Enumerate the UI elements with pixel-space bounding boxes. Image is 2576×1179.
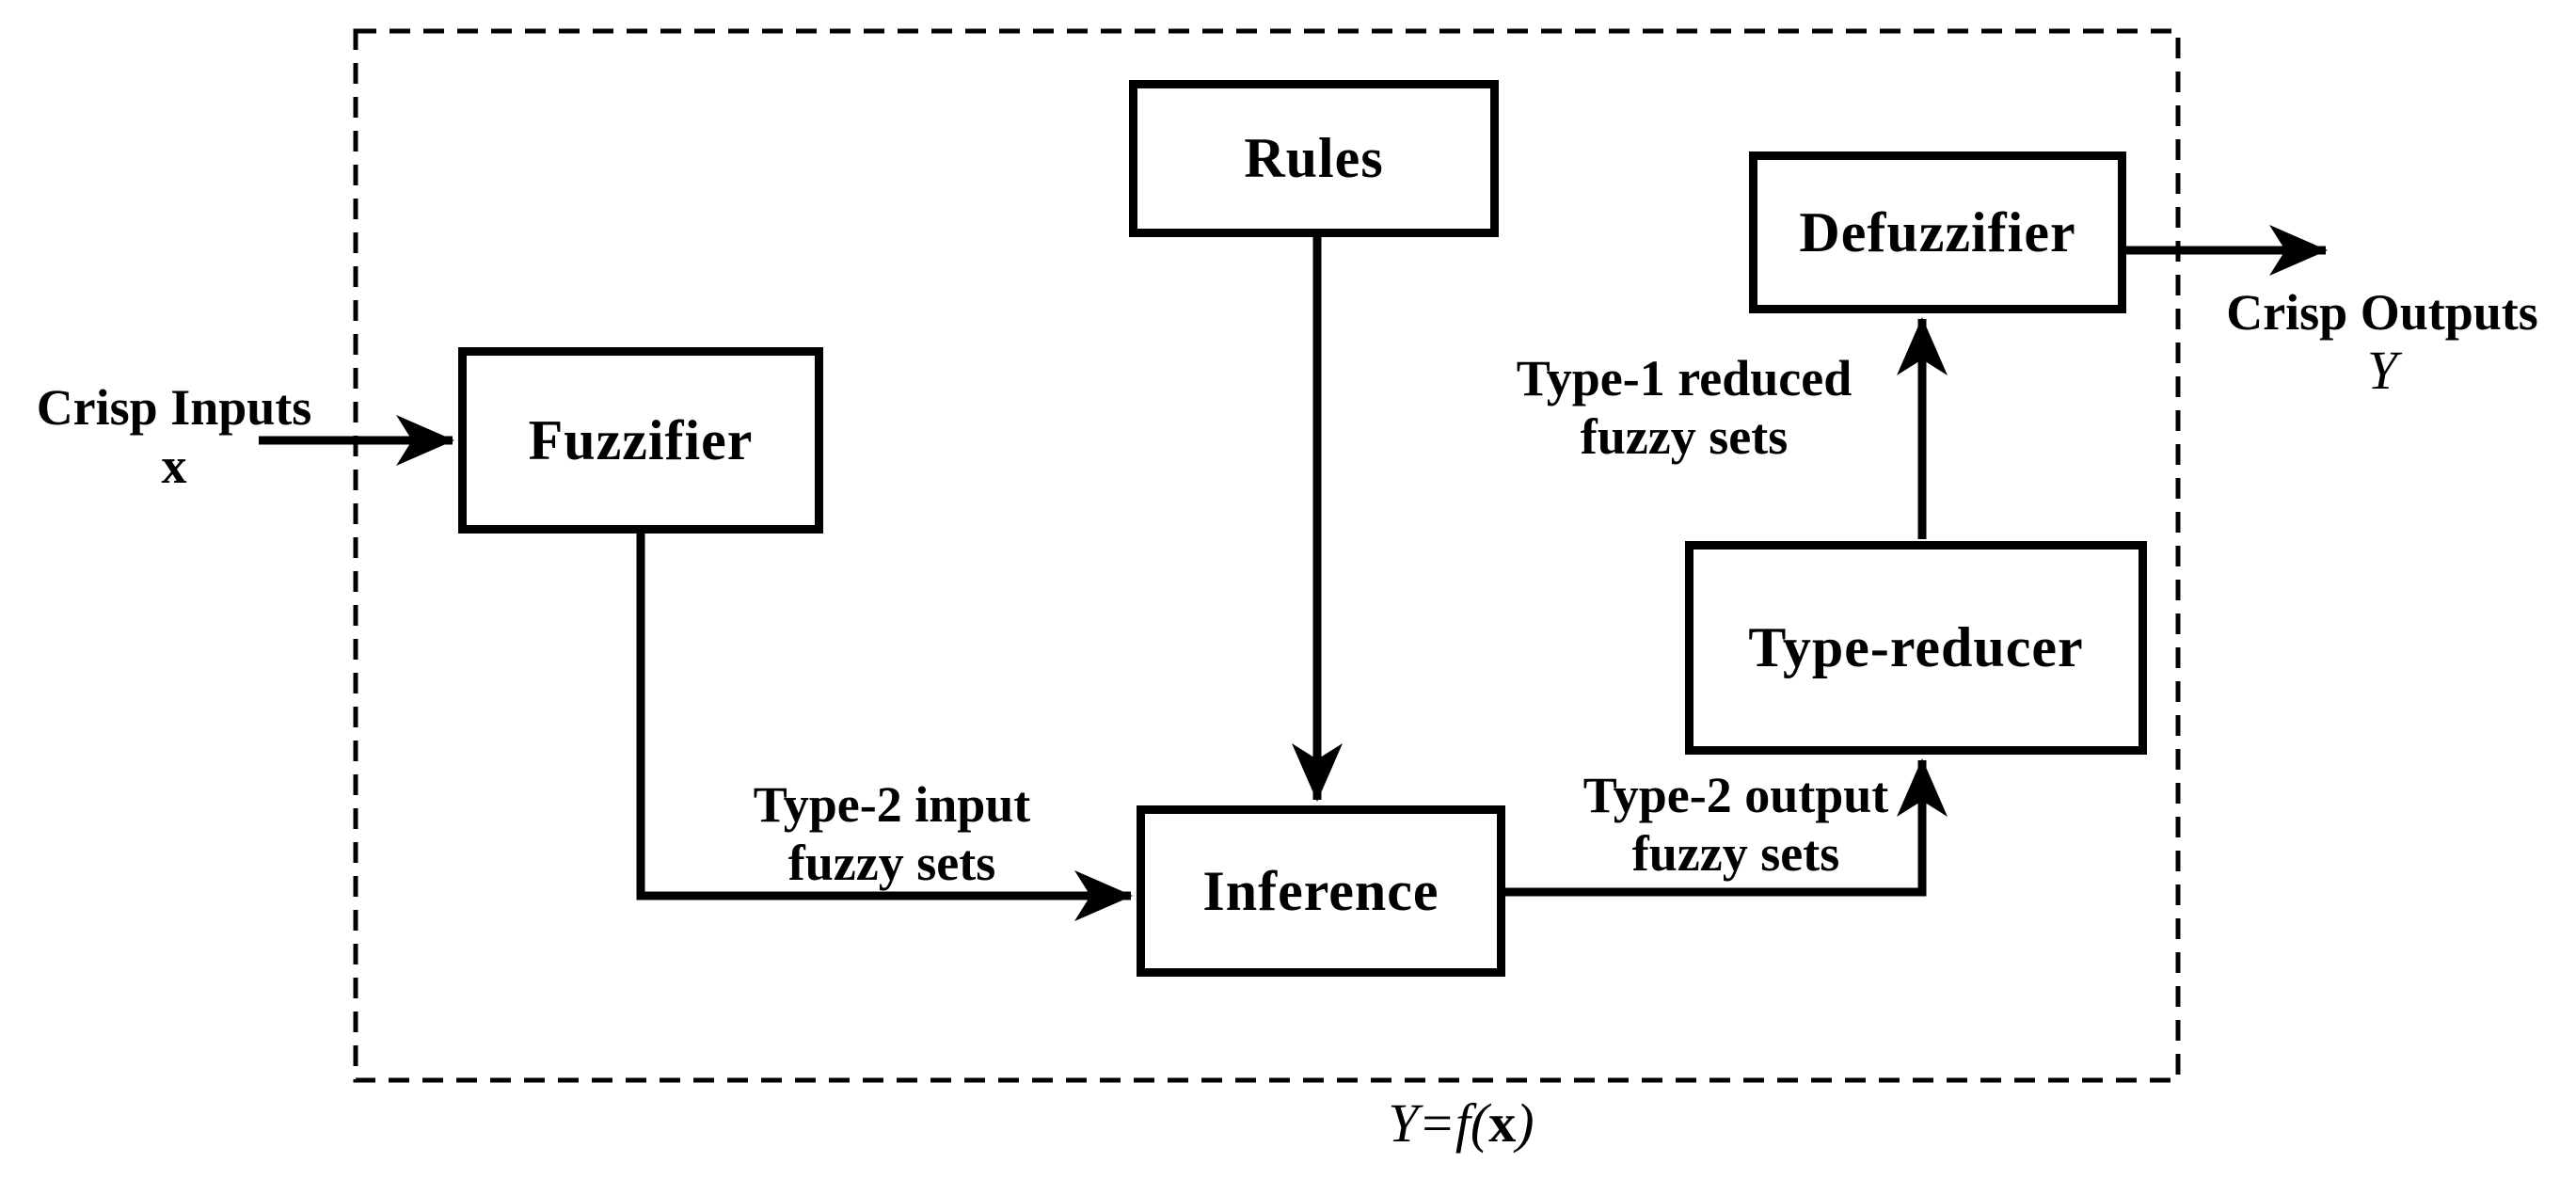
type-reducer-label: Type-reducer	[1748, 616, 2084, 678]
inference-block: Inference	[1137, 805, 1505, 977]
crisp-inputs-label: Crisp Inputs x	[0, 378, 348, 495]
equation-prefix: Y=f(	[1388, 1092, 1489, 1154]
crisp-outputs-text: Crisp Outputs	[2226, 284, 2538, 341]
rules-block: Rules	[1129, 80, 1499, 237]
crisp-outputs-variable: Y	[2366, 340, 2398, 401]
fuzzifier-label: Fuzzifier	[528, 408, 754, 471]
type1-reduced-line1: Type-1 reduced	[1516, 350, 1852, 406]
inference-label: Inference	[1202, 859, 1439, 922]
crisp-inputs-text: Crisp Inputs	[36, 379, 312, 436]
type2-input-line1: Type-2 input	[753, 776, 1031, 833]
arrow-fuzzifier-to-inference	[636, 532, 1133, 921]
system-boundary-dashed-border	[353, 28, 2181, 1083]
rules-label: Rules	[1244, 127, 1384, 189]
type1-reduced-line2: fuzzy sets	[1580, 408, 1789, 465]
type-reducer-block: Type-reducer	[1685, 541, 2147, 755]
type1-reduced-fuzzy-sets-label: Type-1 reduced fuzzy sets	[1449, 349, 1919, 466]
defuzzifier-label: Defuzzifier	[1799, 200, 2076, 263]
type2-output-fuzzy-sets-label: Type-2 output fuzzy sets	[1501, 766, 1971, 883]
arrow-inference-to-type-reducer	[1503, 758, 1948, 897]
equation-argument: x	[1488, 1092, 1517, 1154]
type2-input-line2: fuzzy sets	[787, 835, 996, 891]
type2-input-fuzzy-sets-label: Type-2 input fuzzy sets	[657, 775, 1127, 892]
crisp-outputs-label: Crisp Outputs Y	[2188, 283, 2576, 400]
defuzzifier-block: Defuzzifier	[1749, 151, 2126, 313]
equation-suffix: )	[1516, 1092, 1534, 1154]
crisp-inputs-variable: x	[161, 438, 187, 494]
type2-output-line2: fuzzy sets	[1631, 825, 1840, 882]
system-equation: Y=f(x)	[1273, 1091, 1649, 1155]
fuzzifier-block: Fuzzifier	[458, 347, 823, 534]
type2-output-line1: Type-2 output	[1582, 767, 1889, 823]
